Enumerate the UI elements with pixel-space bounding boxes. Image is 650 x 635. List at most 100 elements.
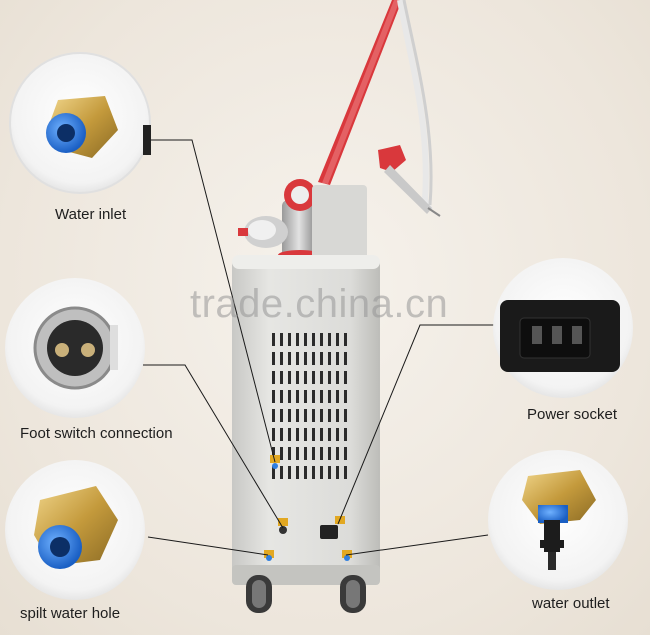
vent-slot [272,390,275,403]
vent-slot [312,352,315,365]
vent-slot [272,352,275,365]
vent-slot [304,447,307,460]
vent-slot [280,352,283,365]
vent-slot [288,466,291,479]
vent-slot [280,390,283,403]
vent-slot [280,428,283,441]
vent-grille [272,333,347,479]
vent-slot [304,371,307,384]
vent-slot [296,352,299,365]
vent-slot [272,371,275,384]
vent-slot [280,447,283,460]
vent-slot [304,409,307,422]
articulated-arm [318,0,433,212]
vent-slot [344,371,347,384]
foot-switch-photo [5,278,145,418]
vent-slot [320,333,323,346]
watermark: trade.china.cn [190,282,449,326]
vent-slot [328,409,331,422]
vent-slot [288,428,291,441]
vent-slot [336,466,339,479]
wheels [246,575,366,613]
vent-slot [328,333,331,346]
vent-slot [304,333,307,346]
vent-slot [344,390,347,403]
vent-slot [320,428,323,441]
water-inlet-photo [9,52,151,194]
vent-slot [312,371,315,384]
vent-slot [272,466,275,479]
label-foot-switch: Foot switch connection [20,425,173,442]
label-water-inlet: Water inlet [55,206,127,223]
vent-slot [272,428,275,441]
vent-slot [344,466,347,479]
vent-slot [296,466,299,479]
spilt-water-photo [5,460,145,600]
vent-slot [336,352,339,365]
back-panel [312,185,367,260]
vent-slot [312,447,315,460]
vent-slot [288,333,291,346]
vent-slot [296,428,299,441]
vent-slot [272,409,275,422]
handpiece [378,145,441,217]
vent-slot [280,371,283,384]
vent-slot [304,428,307,441]
vent-slot [344,352,347,365]
vent-slot [336,371,339,384]
vent-slot [296,390,299,403]
vent-slot [328,371,331,384]
label-spilt-water: spilt water hole [20,605,121,622]
vent-slot [312,428,315,441]
vent-slot [312,409,315,422]
vent-slot [344,333,347,346]
vent-slot [344,447,347,460]
vent-slot [288,409,291,422]
vent-slot [296,447,299,460]
vent-slot [288,390,291,403]
vent-slot [320,447,323,460]
vent-slot [336,447,339,460]
vent-slot [312,466,315,479]
vent-slot [280,409,283,422]
vent-slot [320,390,323,403]
vent-slot [304,390,307,403]
power-socket-photo [493,258,633,398]
vent-slot [288,447,291,460]
vent-slot [328,466,331,479]
vent-slot [296,371,299,384]
vent-slot [320,371,323,384]
vent-slot [272,333,275,346]
vent-slot [336,428,339,441]
vent-slot [304,466,307,479]
vent-slot [336,333,339,346]
vent-slot [288,352,291,365]
vent-slot [328,390,331,403]
vent-slot [296,409,299,422]
callout-lines [143,139,498,556]
water-outlet-photo [488,450,628,590]
vent-slot [328,428,331,441]
vent-slot [336,390,339,403]
vent-slot [344,409,347,422]
vent-slot [312,333,315,346]
vent-slot [336,409,339,422]
vent-slot [320,352,323,365]
vent-slot [328,352,331,365]
vent-slot [320,466,323,479]
vent-slot [272,447,275,460]
label-power-socket: Power socket [527,406,618,423]
vent-slot [288,371,291,384]
vent-slot [296,333,299,346]
vent-slot [304,352,307,365]
laser-head [238,179,322,260]
vent-slot [320,409,323,422]
vent-slot [280,466,283,479]
vent-slot [344,428,347,441]
label-water-outlet: water outlet [532,595,610,612]
vent-slot [312,390,315,403]
vent-slot [328,447,331,460]
vent-slot [280,333,283,346]
